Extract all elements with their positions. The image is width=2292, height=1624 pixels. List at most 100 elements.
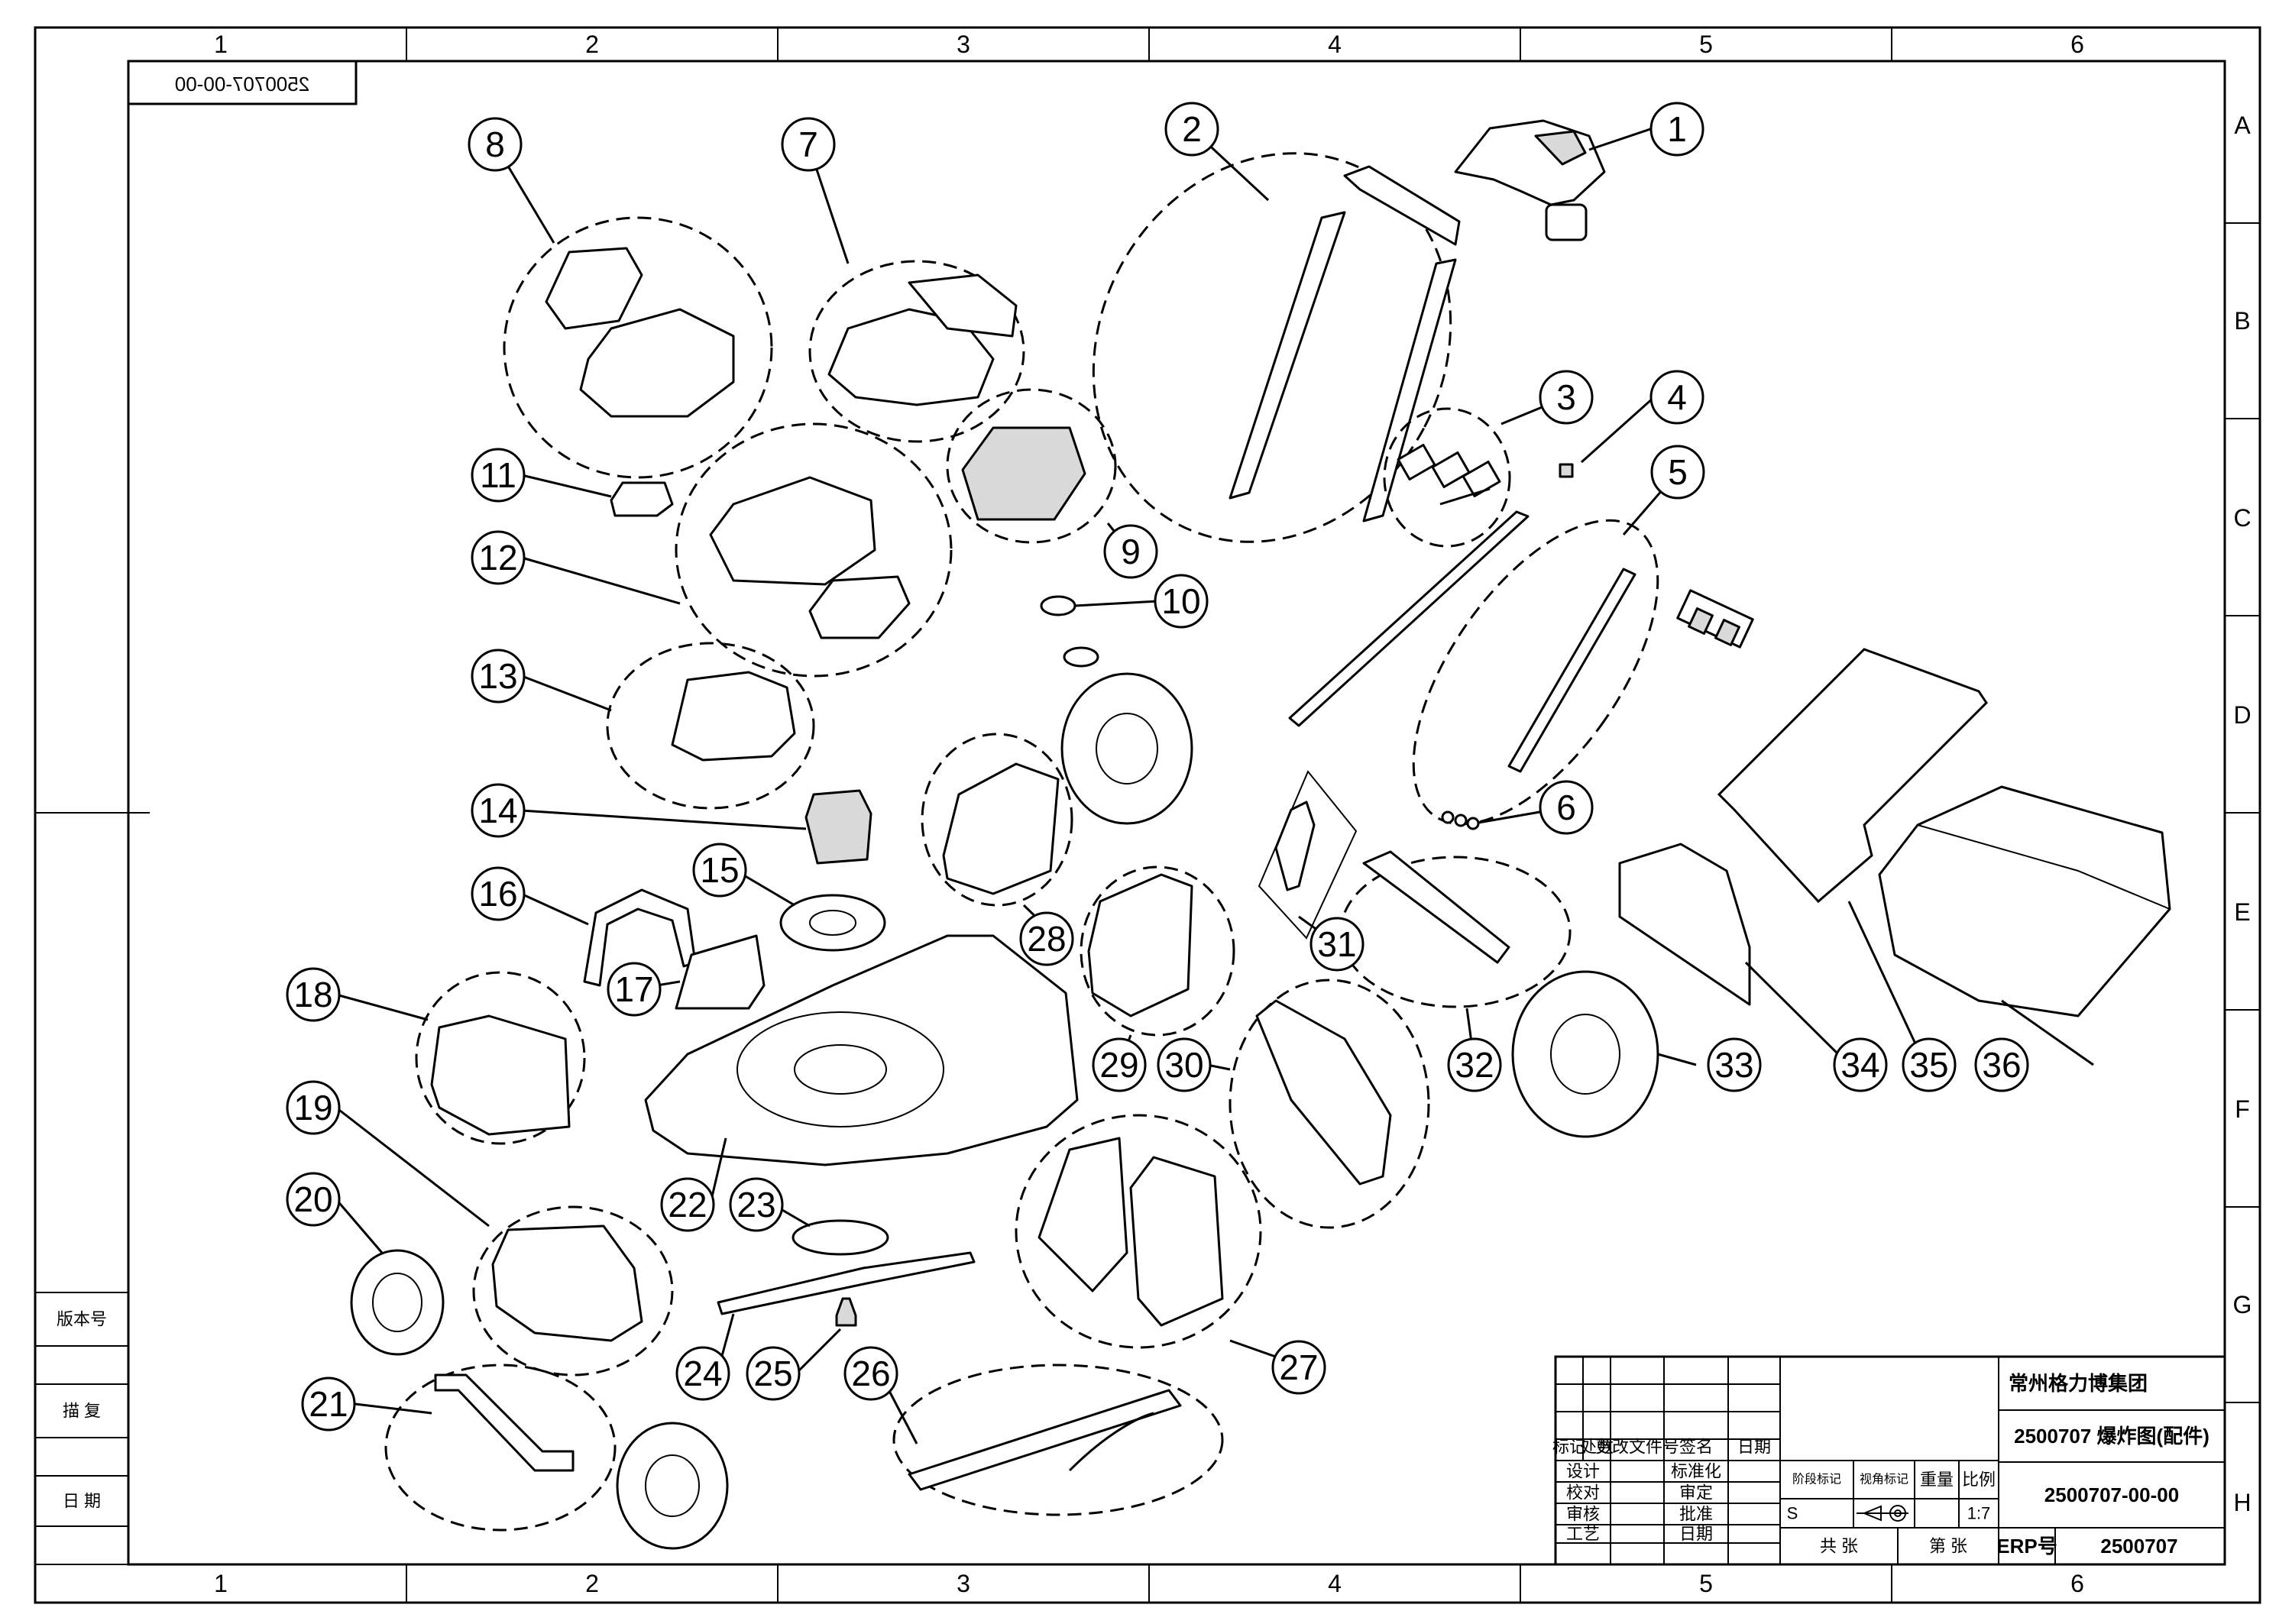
balloon-6: 6 xyxy=(1539,780,1594,835)
balloon-22: 22 xyxy=(660,1177,715,1232)
rev-header: 标记 xyxy=(1552,1438,1586,1457)
part-22-deck-opening xyxy=(736,1011,944,1127)
part-33-wheel xyxy=(1511,970,1659,1138)
inner-frame xyxy=(127,60,2226,1566)
part-8-housing xyxy=(579,308,735,418)
side-revision-table: 版本号 描 复 日 期 xyxy=(34,1292,129,1565)
balloon-36: 36 xyxy=(1974,1037,2029,1092)
part-7-cover-top xyxy=(908,273,1018,338)
part-34-bag-side xyxy=(1618,843,1751,1006)
group-outline-26 xyxy=(892,1364,1224,1516)
column-label: 4 xyxy=(1328,31,1342,58)
group-outline-9 xyxy=(946,388,1117,544)
column-label: 5 xyxy=(1699,1570,1713,1597)
part-36-grass-bag xyxy=(1878,785,2171,1017)
group-outline-5 xyxy=(1412,519,1659,826)
svg-text:9: 9 xyxy=(1121,532,1141,571)
balloon-2: 2 xyxy=(1164,102,1219,157)
balloon-11: 11 xyxy=(471,448,526,503)
svg-text:20: 20 xyxy=(293,1179,332,1219)
rev-header: 处数 xyxy=(1580,1438,1614,1457)
part-18-flap xyxy=(430,1014,571,1136)
part-balloons: 1 2 3 4 5 6 7 8 9 10 11 12 13 14 15 16 1… xyxy=(286,102,2029,1432)
row-label: D xyxy=(2233,701,2251,729)
svg-text:21: 21 xyxy=(309,1384,348,1424)
part-21-axle xyxy=(434,1373,575,1472)
part-2-handle-grip xyxy=(1343,165,1461,246)
part-26-spring xyxy=(1068,1412,1154,1472)
role-label: 批准 xyxy=(1679,1505,1713,1524)
balloon-19: 19 xyxy=(286,1080,341,1135)
balloon-16: 16 xyxy=(471,866,526,921)
role-label: 审核 xyxy=(1566,1505,1600,1524)
row-label: E xyxy=(2234,898,2250,926)
role-label: 校对 xyxy=(1566,1483,1600,1503)
balloon-17: 17 xyxy=(607,962,662,1017)
part-20-wheel xyxy=(350,1249,445,1356)
edit-label: 描 复 xyxy=(63,1402,101,1421)
part-26-bar xyxy=(908,1389,1182,1491)
svg-text:33: 33 xyxy=(1714,1045,1753,1085)
group-outline-18 xyxy=(415,971,586,1145)
balloon-14: 14 xyxy=(471,783,526,838)
part-1-control-box xyxy=(1454,119,1606,241)
company-name: 常州格力博集团 xyxy=(2009,1372,2148,1395)
part-15-fan-disk xyxy=(779,894,886,952)
row-labels: A B C D E F G H xyxy=(2233,112,2252,1516)
column-labels-bottom: 1 2 3 4 5 6 xyxy=(214,1570,2084,1597)
balloon-18: 18 xyxy=(286,967,341,1022)
svg-text:12: 12 xyxy=(478,538,517,577)
column-label: 4 xyxy=(1328,1570,1342,1597)
part-13-motor-fan xyxy=(671,671,796,762)
svg-text:36: 36 xyxy=(1982,1045,2021,1085)
weight-label: 重量 xyxy=(1920,1470,1954,1490)
balloon-8: 8 xyxy=(468,117,523,172)
svg-text:25: 25 xyxy=(753,1354,792,1393)
projection-label: 视角标记 xyxy=(1860,1473,1908,1487)
balloon-13: 13 xyxy=(471,649,526,704)
part-10-knob-b xyxy=(1063,646,1099,668)
balloon-30: 30 xyxy=(1157,1037,1212,1092)
column-label: 6 xyxy=(2070,1570,2084,1597)
erp-label: ERP号 xyxy=(1996,1535,2057,1558)
part-16-guard xyxy=(583,888,697,987)
group-outline-29 xyxy=(1080,865,1235,1037)
group-outline-12 xyxy=(675,422,953,678)
row-label: B xyxy=(2234,307,2250,335)
part-12-cover xyxy=(709,476,876,586)
balloon-10: 10 xyxy=(1154,574,1209,629)
group-outline-30 xyxy=(1229,979,1430,1229)
role-label: 设计 xyxy=(1566,1462,1600,1481)
svg-text:31: 31 xyxy=(1317,924,1356,964)
scale-value: 1:7 xyxy=(1967,1504,1991,1523)
part-24-blade xyxy=(717,1251,976,1315)
balloon-1: 1 xyxy=(1649,102,1704,157)
svg-text:4: 4 xyxy=(1667,377,1687,417)
row-label: F xyxy=(2235,1095,2250,1123)
column-labels-top: 1 2 3 4 5 6 xyxy=(214,31,2084,58)
svg-text:27: 27 xyxy=(1279,1347,1318,1387)
svg-text:14: 14 xyxy=(478,791,517,830)
group-outline-13 xyxy=(606,642,815,810)
balloon-5: 5 xyxy=(1650,445,1705,500)
balloon-21: 21 xyxy=(301,1377,356,1432)
svg-text:30: 30 xyxy=(1164,1045,1203,1085)
svg-text:5: 5 xyxy=(1668,452,1688,492)
part-31-lever xyxy=(1274,801,1316,891)
group-outline-3 xyxy=(1383,407,1511,548)
part-12-cover-lower xyxy=(808,575,911,639)
svg-text:23: 23 xyxy=(736,1185,775,1224)
rev-header: 日期 xyxy=(1737,1438,1771,1457)
rev-header: 更改文件号 xyxy=(1595,1438,1679,1457)
column-label: 2 xyxy=(585,31,599,58)
balloon-3: 3 xyxy=(1539,370,1594,425)
column-label: 6 xyxy=(2070,31,2084,58)
part-23-fan xyxy=(792,1219,889,1256)
column-label: 3 xyxy=(957,1570,970,1597)
part-9-battery xyxy=(961,426,1086,521)
svg-text:34: 34 xyxy=(1840,1045,1879,1085)
row-dividers xyxy=(35,222,2260,1403)
svg-text:17: 17 xyxy=(614,969,653,1009)
part-22-deck xyxy=(644,934,1079,1166)
balloon-31: 31 xyxy=(1309,917,1365,972)
